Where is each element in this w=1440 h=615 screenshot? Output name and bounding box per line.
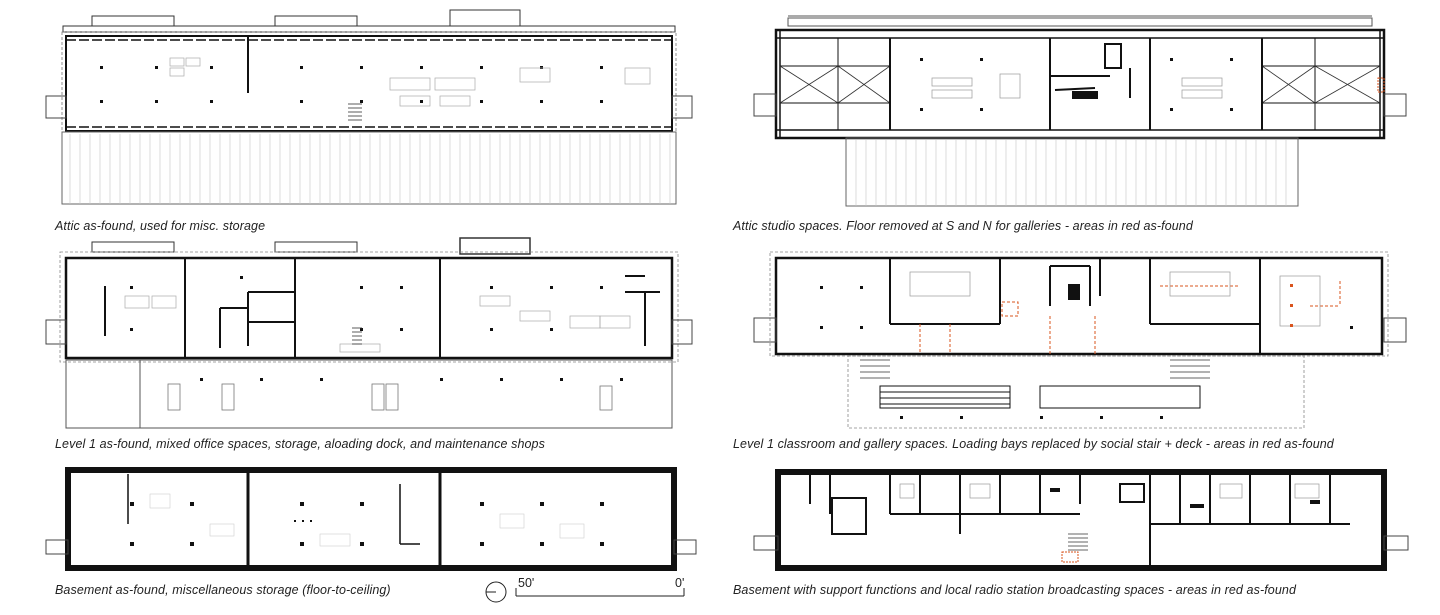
caption-basement-existing: Basement as-found, miscellaneous storage…	[55, 583, 391, 597]
caption-basement-proposed: Basement with support functions and loca…	[733, 583, 1296, 597]
scale-bar: 50' 0'	[484, 574, 694, 610]
plan-basement-proposed	[750, 464, 1420, 574]
scale-left-label: 50'	[518, 576, 535, 590]
plan-level1-proposed	[750, 236, 1420, 436]
caption-level1-existing: Level 1 as-found, mixed office spaces, s…	[55, 437, 545, 451]
scale-right-label: 0'	[675, 576, 685, 590]
plan-level1-existing	[40, 236, 700, 436]
plan-attic-proposed	[750, 8, 1420, 213]
caption-level1-proposed: Level 1 classroom and gallery spaces. Lo…	[733, 437, 1334, 451]
plan-attic-existing	[40, 8, 700, 213]
caption-attic-existing: Attic as-found, used for misc. storage	[55, 219, 266, 233]
caption-attic-proposed: Attic studio spaces. Floor removed at S …	[733, 219, 1193, 233]
plan-basement-existing	[40, 464, 700, 574]
